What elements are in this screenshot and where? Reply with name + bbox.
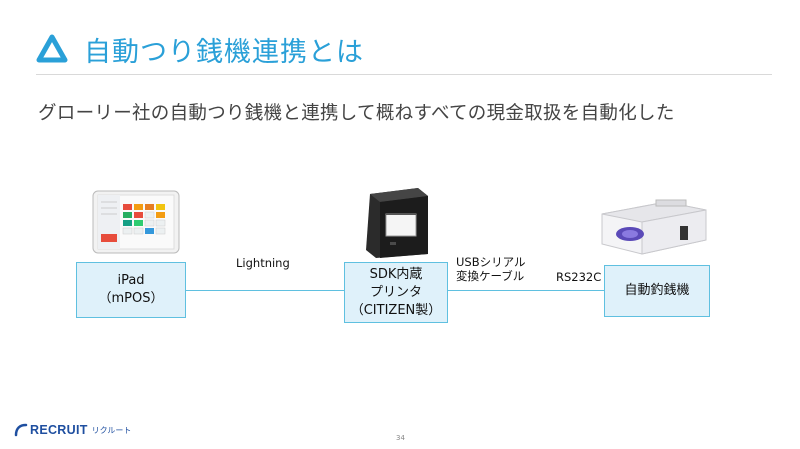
triangle-logo-icon [36,34,68,63]
printer-label-3: （CITIZEN製） [350,302,442,318]
change-machine-box: 自動釣銭機 [604,265,710,317]
usb-cable-label-1: USBシリアル [456,255,526,269]
recruit-brand-text: RECRUIT [30,423,88,437]
ipad-label: iPad [117,273,145,288]
lightning-label: Lightning [236,256,290,270]
printer-box: SDK内蔵 プリンタ （CITIZEN製） [344,262,448,323]
printer-label-2: プリンタ [369,284,422,300]
slide-title: 自動つり銭機連携とは [84,37,364,68]
lightning-connection-line [186,290,344,291]
usb-cable-label-2: 変換ケーブル [456,269,525,283]
page-number: 34 [396,434,405,442]
ipad-sublabel: （mPOS） [98,291,164,306]
change-machine-photo [601,199,707,255]
recruit-logo: RECRUIT リクルート [14,423,131,437]
ipad-box: iPad （mPOS） [76,262,186,318]
printer-label-1: SDK内蔵 [369,266,423,282]
slide-subtitle: グローリー社の自動つり銭機と連携して概ねすべての現金取扱を自動化した [38,103,675,124]
recruit-logo-icon [14,423,28,437]
usb-cable-label: USBシリアル 変換ケーブル [456,255,526,283]
change-machine-label: 自動釣銭機 [624,283,690,298]
ipad-photo [92,190,180,254]
title-divider [36,74,772,75]
recruit-brand-kana: リクルート [91,425,132,435]
printer-photo [366,188,428,258]
serial-connection-line [448,290,604,291]
rs232c-label: RS232C [556,270,602,284]
